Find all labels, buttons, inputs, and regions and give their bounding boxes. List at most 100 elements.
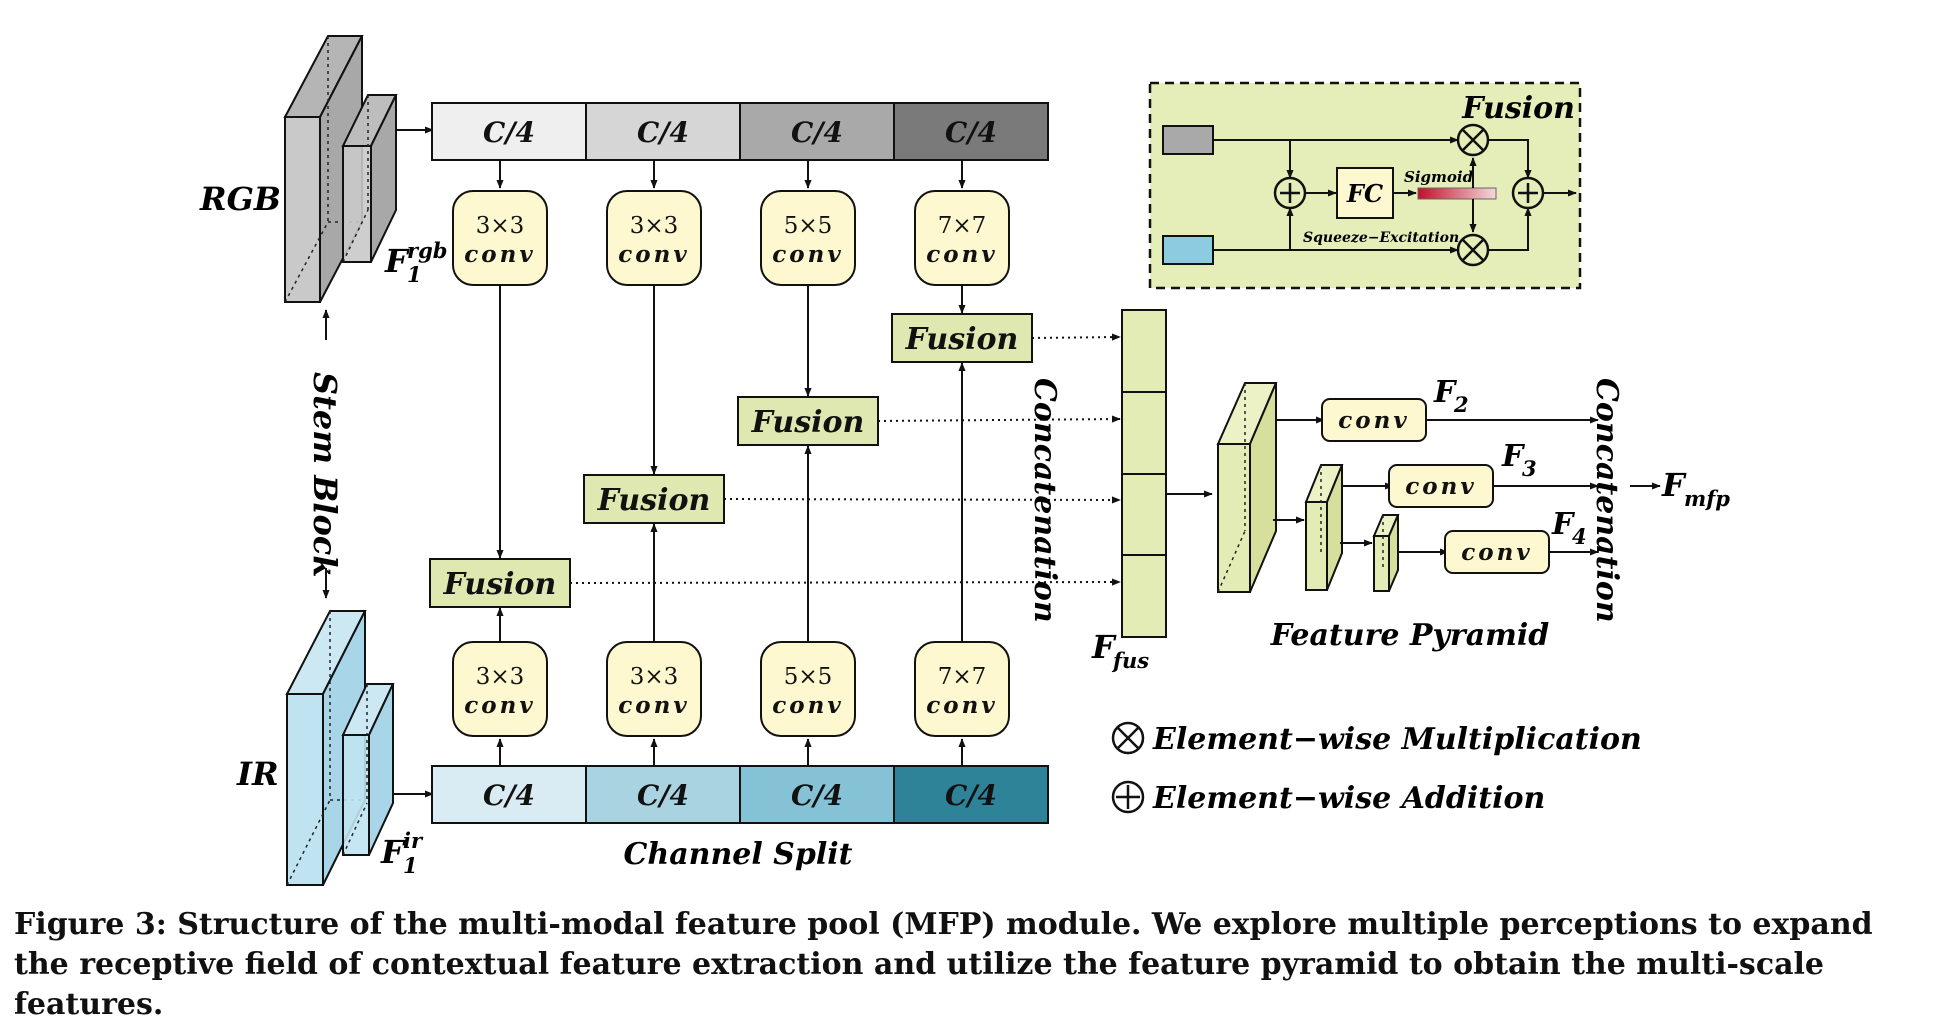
fusion-label: Fusion — [443, 567, 557, 602]
fusion-inset: Fusion FC Sigmoid Squeeze−Excitation — [1148, 81, 1582, 290]
pyramid-conv-label: conv — [1405, 473, 1476, 500]
inset-rgb-input — [1162, 125, 1214, 155]
rgb-split-segment-2 — [585, 102, 741, 161]
fusion-label: Fusion — [751, 405, 865, 440]
f3-label: F 3 — [1501, 439, 1537, 481]
pyramid-level-3 — [1304, 464, 1344, 591]
legend: Element−wise Multiplication Element−wise… — [1111, 721, 1642, 816]
f-fus-label: F fus — [1091, 628, 1149, 673]
inset-se-label: Squeeze−Excitation — [1303, 230, 1459, 246]
fusion-label: Fusion — [905, 322, 1019, 357]
conv-kernel-label: 5×5 — [784, 664, 833, 690]
fusion-label: Fusion — [597, 483, 711, 518]
stem-block-label: Stem Block — [306, 372, 344, 577]
conv-op-label: conv — [464, 241, 535, 268]
inset-fc-label: FC — [1346, 179, 1383, 208]
ir-split-segment-2 — [585, 765, 741, 824]
ir-stem-cubes — [285, 610, 395, 886]
conv-op-label: conv — [618, 692, 689, 719]
svg-text:rgb: rgb — [407, 238, 447, 263]
pyramid-conv-4: conv — [1444, 530, 1550, 574]
f2-label: F 2 — [1433, 375, 1469, 417]
fusion-block-3: Fusion — [737, 396, 879, 446]
svg-text:1: 1 — [403, 853, 418, 878]
fusion-block-2: Fusion — [583, 474, 725, 524]
ir-split-segment-label: C/4 — [483, 779, 535, 812]
ir-split-segment-label: C/4 — [945, 779, 997, 812]
rgb-split-segment-1 — [431, 102, 587, 161]
figure-caption: Figure 3: Structure of the multi-modal f… — [14, 907, 1873, 1022]
f4-label: F 4 — [1551, 507, 1587, 549]
svg-text:fus: fus — [1111, 648, 1149, 673]
svg-text:F: F — [1433, 375, 1458, 410]
conv-op-label: conv — [772, 241, 843, 268]
svg-text:ir: ir — [403, 828, 424, 853]
diagram-stage: Fusion FC Sigmoid Squeeze−Excitation — [199, 35, 1730, 886]
conv-branches: 3×3conv3×3conv3×3conv3×3conv5×5conv5×5co… — [429, 160, 1121, 766]
svg-text:F: F — [1501, 439, 1526, 474]
svg-text:F: F — [1091, 628, 1117, 666]
pyramid-conv-3: conv — [1388, 464, 1494, 508]
conv-kernel-label: 3×3 — [630, 213, 679, 239]
conv-kernel-label: 3×3 — [630, 664, 679, 690]
fusion-block-4: Fusion — [891, 313, 1033, 363]
f1-ir-label: F 1 ir — [380, 828, 424, 878]
svg-text:F: F — [1551, 507, 1576, 542]
rgb-split-segment-label: C/4 — [637, 116, 689, 149]
conv-op-label: conv — [926, 692, 997, 719]
ir-channel-split: C/4 C/4 C/4 C/4 — [431, 765, 1049, 824]
conv-kernel-label: 3×3 — [476, 664, 525, 690]
conv-kernel-label: 7×7 — [938, 664, 987, 690]
ir-split-segment-1 — [431, 765, 587, 824]
legend-addition: Element−wise Addition — [1152, 781, 1545, 816]
svg-text:mfp: mfp — [1684, 486, 1730, 511]
rgb-split-segment-4 — [893, 102, 1049, 161]
inset-fc-block — [1336, 167, 1394, 219]
svg-text:F: F — [380, 833, 406, 871]
svg-text:2: 2 — [1453, 392, 1469, 417]
f1-rgb-label: F 1 rgb — [384, 238, 447, 287]
concatenation-label-left: Concatenation — [1027, 378, 1062, 623]
rgb-split-segment-3 — [739, 102, 895, 161]
svg-text:3: 3 — [1522, 456, 1537, 481]
svg-text:F: F — [384, 242, 410, 280]
ir-split-segment-label: C/4 — [791, 779, 843, 812]
f-mfp-label: F mfp — [1661, 466, 1730, 511]
conv-op-label: conv — [772, 692, 843, 719]
f-fus-stack — [1121, 309, 1167, 638]
feature-pyramid-label: Feature Pyramid — [1270, 618, 1550, 653]
conv-op-label: conv — [464, 692, 535, 719]
legend-multiplication: Element−wise Multiplication — [1152, 722, 1642, 757]
concatenation-label-right: Concatenation — [1589, 378, 1624, 623]
rgb-label: RGB — [199, 180, 281, 218]
svg-text:4: 4 — [1572, 524, 1587, 549]
fusion-block-1: Fusion — [429, 558, 571, 608]
conv-op-label: conv — [926, 241, 997, 268]
channel-split-label: Channel Split — [624, 837, 853, 872]
conv-op-label: conv — [618, 241, 689, 268]
inset-sigmoid-bar — [1417, 187, 1497, 200]
pyramid-level-4 — [1372, 514, 1400, 592]
ir-split-segment-3 — [739, 765, 895, 824]
rgb-split-segment-label: C/4 — [483, 116, 535, 149]
pyramid-conv-label: conv — [1338, 407, 1409, 434]
conv-kernel-label: 3×3 — [476, 213, 525, 239]
rgb-split-segment-label: C/4 — [945, 116, 997, 149]
ir-label: IR — [236, 755, 279, 793]
svg-text:1: 1 — [407, 262, 422, 287]
pyramid-conv-label: conv — [1461, 539, 1532, 566]
inset-sigmoid-label: Sigmoid — [1404, 168, 1474, 186]
pyramid-level-2 — [1216, 382, 1278, 593]
conv-kernel-label: 7×7 — [938, 213, 987, 239]
inset-ir-input — [1162, 235, 1214, 265]
ir-split-segment-label: C/4 — [637, 779, 689, 812]
mfp-diagram: Fusion FC Sigmoid Squeeze−Excitation — [199, 35, 1730, 886]
